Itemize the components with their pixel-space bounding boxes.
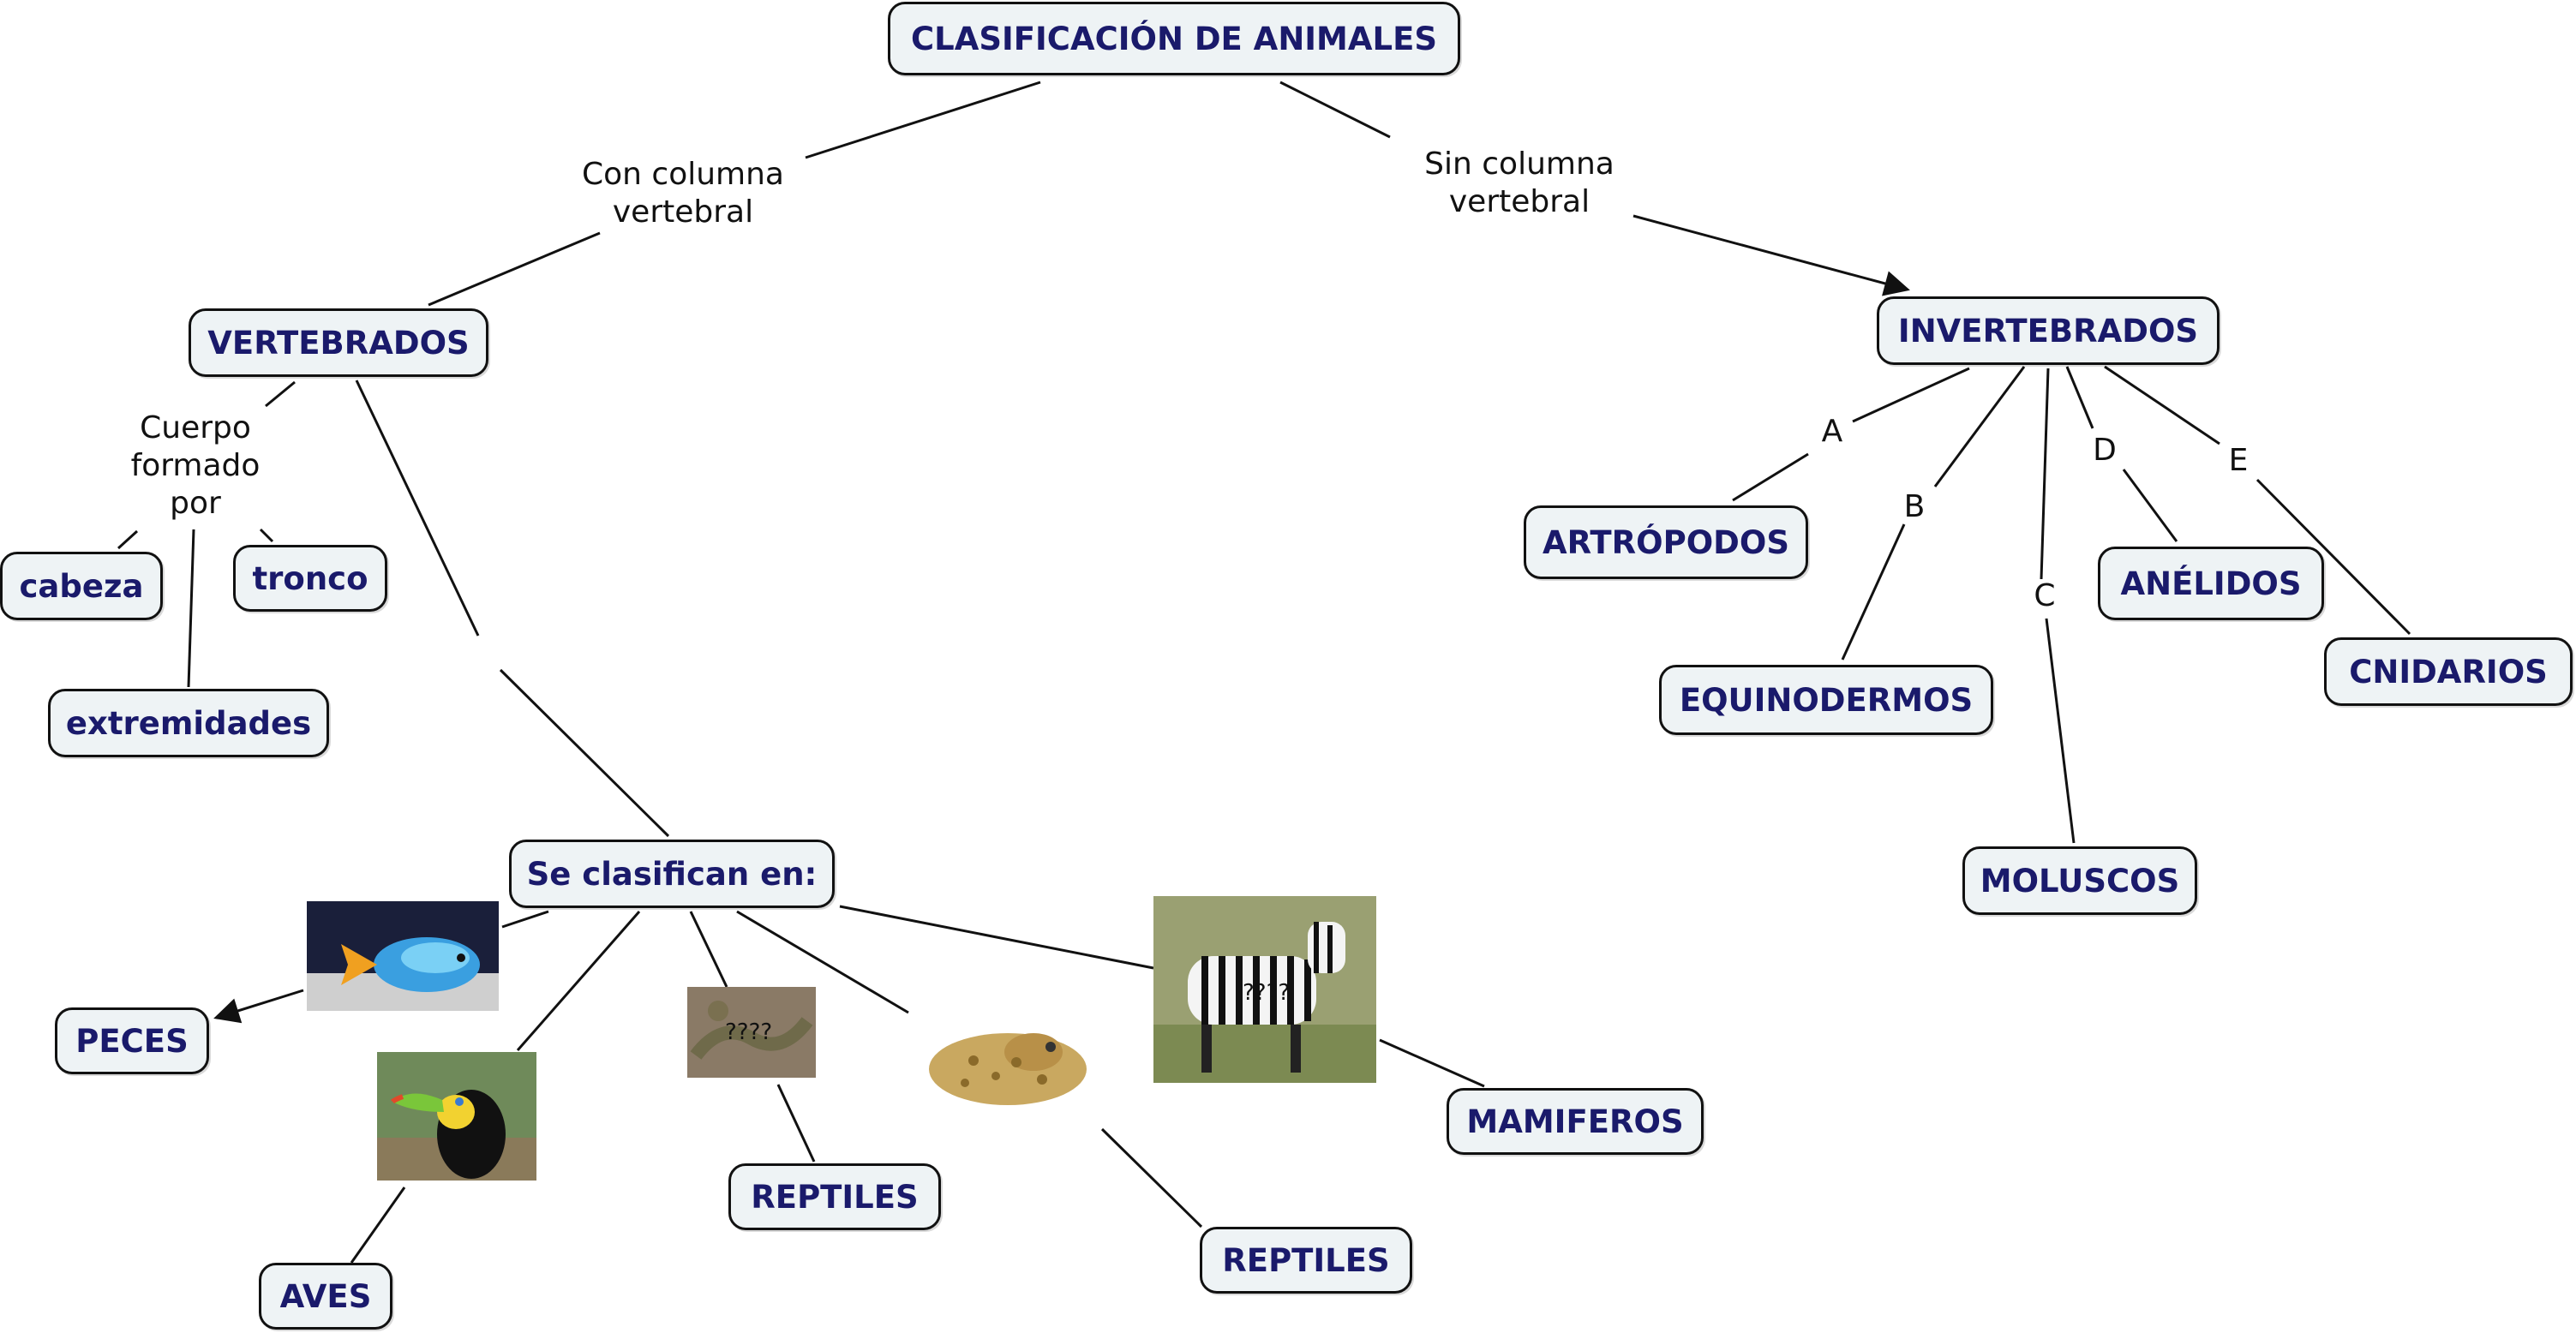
zebra-question-marks: ???? xyxy=(1243,980,1290,1006)
link-clasifican-zebra xyxy=(840,906,1153,968)
label-c: C xyxy=(2028,577,2062,615)
label-cuerpo: Cuerpo formado por xyxy=(110,409,281,523)
link-fish-peces xyxy=(216,990,303,1018)
link-zebra-mamiferos xyxy=(1380,1040,1484,1086)
link-clasifican-fish xyxy=(502,912,548,927)
link-vert-clasifican-b xyxy=(500,670,668,836)
link-cuerpo-tronco xyxy=(261,529,273,541)
link-inv-b xyxy=(1935,367,2024,487)
link-title-sin xyxy=(1280,82,1390,137)
title-node[interactable]: CLASIFICACIÓN DE ANIMALES xyxy=(888,2,1460,75)
node-artropodos[interactable]: ARTRÓPODOS xyxy=(1524,505,1808,579)
link-frog-reptiles2 xyxy=(1102,1129,1201,1227)
node-extremidades[interactable]: extremidades xyxy=(48,689,329,757)
node-se-clasifican-text: Se clasifican en: xyxy=(527,856,818,893)
label-con-columna: Con columna vertebral xyxy=(559,156,807,231)
node-tronco[interactable]: tronco xyxy=(233,545,387,612)
link-inv-e xyxy=(2105,367,2220,444)
frog-illustration xyxy=(914,1009,1095,1121)
node-equinodermos[interactable]: EQUINODERMOS xyxy=(1659,665,1993,735)
link-inv-c xyxy=(2041,368,2048,579)
link-clasifican-toucan xyxy=(518,912,639,1050)
toucan-illustration xyxy=(377,1052,536,1181)
node-vertebrados-text: VERTEBRADOS xyxy=(207,325,469,362)
node-anelidos-text: ANÉLIDOS xyxy=(2120,565,2301,602)
label-e: E xyxy=(2221,442,2255,480)
node-aves[interactable]: AVES xyxy=(259,1263,392,1330)
link-cuerpo-extremidades xyxy=(189,529,194,687)
node-mamiferos[interactable]: MAMIFEROS xyxy=(1447,1088,1704,1155)
node-aves-text: AVES xyxy=(280,1278,372,1315)
link-vert-cuerpo xyxy=(266,382,295,406)
node-artropodos-text: ARTRÓPODOS xyxy=(1543,524,1789,561)
zebra-photo[interactable]: ???? xyxy=(1153,896,1376,1083)
link-sin-invertebrados xyxy=(1633,216,1908,290)
node-reptiles-2-text: REPTILES xyxy=(1222,1242,1389,1279)
link-b-equinodermos xyxy=(1842,524,1904,660)
fish-photo[interactable] xyxy=(307,901,499,1011)
node-equinodermos-text: EQUINODERMOS xyxy=(1680,682,1973,719)
link-inv-d xyxy=(2067,367,2093,428)
node-moluscos[interactable]: MOLUSCOS xyxy=(1962,846,2197,915)
label-sin-columna: Sin columna vertebral xyxy=(1395,146,1644,221)
label-d: D xyxy=(2088,432,2122,469)
node-cabeza[interactable]: cabeza xyxy=(0,552,163,620)
label-b: B xyxy=(1897,488,1932,526)
snake-photo[interactable]: ???? xyxy=(687,987,816,1078)
node-reptiles-1-text: REPTILES xyxy=(751,1179,918,1216)
node-invertebrados-text: INVERTEBRADOS xyxy=(1898,313,2198,350)
toucan-photo[interactable] xyxy=(377,1052,536,1181)
link-d-anelidos xyxy=(2124,469,2177,541)
frog-photo[interactable] xyxy=(914,1009,1095,1121)
label-a: A xyxy=(1815,413,1849,451)
node-cnidarios-text: CNIDARIOS xyxy=(2349,654,2548,690)
link-toucan-aves xyxy=(351,1187,404,1263)
link-title-con xyxy=(806,82,1040,158)
node-reptiles-2[interactable]: REPTILES xyxy=(1200,1227,1412,1294)
fish-illustration xyxy=(307,901,499,1011)
link-a-artropodos xyxy=(1733,454,1808,500)
link-con-vertebrados xyxy=(428,233,600,305)
snake-question-marks: ???? xyxy=(725,1019,772,1045)
link-clasifican-snake xyxy=(691,912,727,987)
link-cuerpo-cabeza xyxy=(118,531,137,548)
node-mamiferos-text: MAMIFEROS xyxy=(1466,1103,1683,1140)
node-peces-text: PECES xyxy=(75,1023,188,1060)
node-extremidades-text: extremidades xyxy=(66,705,311,742)
node-tronco-text: tronco xyxy=(252,560,368,597)
node-invertebrados[interactable]: INVERTEBRADOS xyxy=(1877,296,2220,365)
title-text: CLASIFICACIÓN DE ANIMALES xyxy=(911,21,1437,57)
node-se-clasifican[interactable]: Se clasifican en: xyxy=(509,840,835,908)
node-reptiles-1[interactable]: REPTILES xyxy=(728,1163,941,1230)
node-cnidarios[interactable]: CNIDARIOS xyxy=(2324,637,2573,706)
link-snake-reptiles1 xyxy=(778,1085,814,1162)
node-moluscos-text: MOLUSCOS xyxy=(1980,863,2179,900)
link-c-moluscos xyxy=(2046,619,2074,843)
node-cabeza-text: cabeza xyxy=(20,568,144,605)
node-peces[interactable]: PECES xyxy=(55,1007,209,1074)
node-anelidos[interactable]: ANÉLIDOS xyxy=(2098,547,2324,620)
node-vertebrados[interactable]: VERTEBRADOS xyxy=(189,308,488,377)
link-inv-a xyxy=(1853,368,1969,421)
